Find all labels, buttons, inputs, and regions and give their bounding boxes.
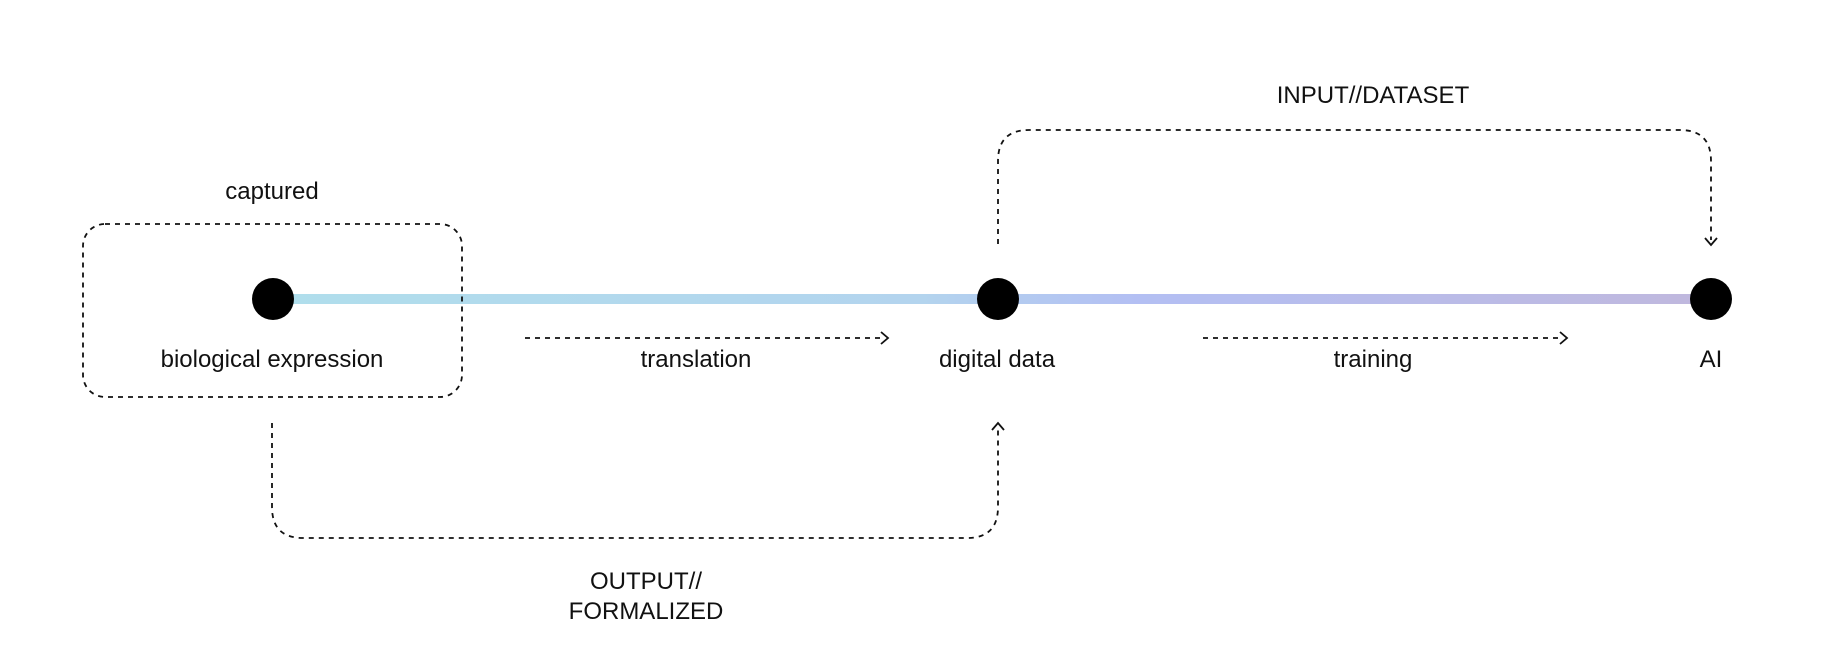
captured-box bbox=[82, 223, 463, 398]
ai-label: AI bbox=[1700, 346, 1723, 373]
training-label: training bbox=[1334, 346, 1413, 373]
output-formalized-arrow bbox=[271, 423, 999, 539]
output-formalized-arrowhead bbox=[991, 421, 1005, 431]
output-label-line2: FORMALIZED bbox=[569, 598, 724, 625]
digital-data-label: digital data bbox=[939, 346, 1056, 373]
input-dataset-arrowhead bbox=[1704, 237, 1718, 247]
input-dataset-label: INPUT//DATASET bbox=[1277, 82, 1470, 109]
biological-expression-label: biological expression bbox=[161, 346, 384, 373]
node-biological-expression bbox=[252, 278, 294, 320]
node-ai bbox=[1690, 278, 1732, 320]
output-label-line1: OUTPUT// bbox=[590, 568, 702, 595]
translation-label: translation bbox=[641, 346, 752, 373]
node-digital-data bbox=[977, 278, 1019, 320]
captured-label: captured bbox=[225, 178, 318, 205]
training-arrowhead bbox=[1559, 331, 1569, 345]
input-dataset-arrow bbox=[997, 129, 1712, 244]
translation-arrowhead bbox=[880, 331, 890, 345]
